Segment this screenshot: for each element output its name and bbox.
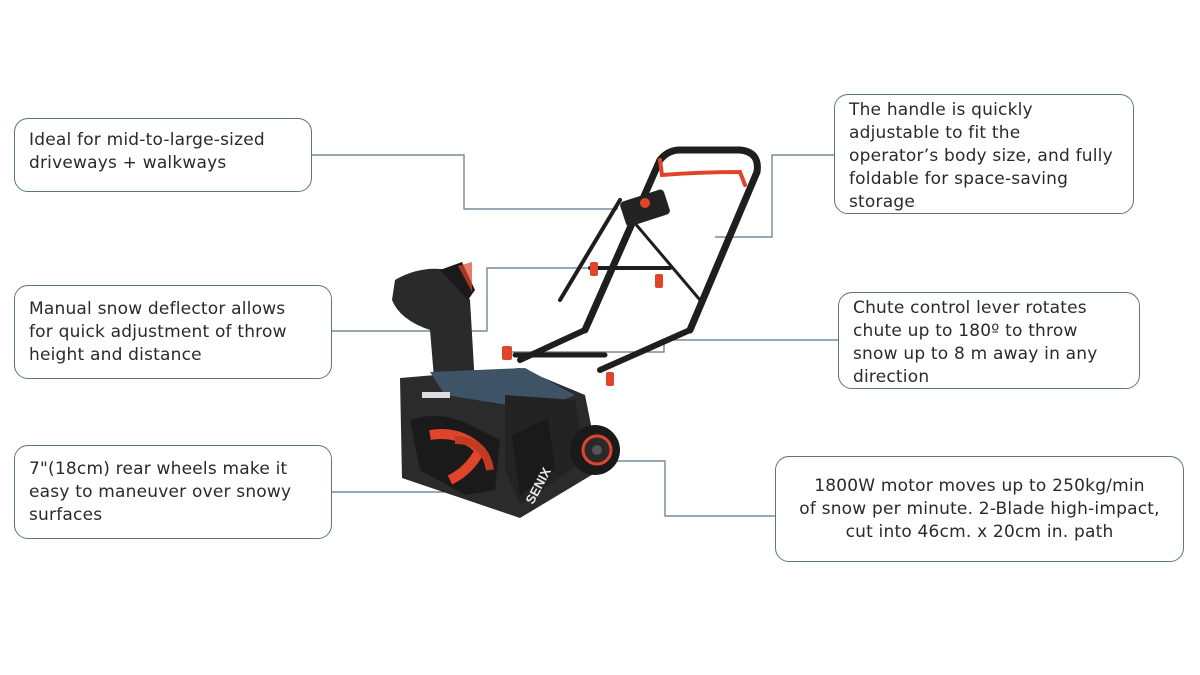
leader-line-deflector [332,267,600,332]
handle-accents [658,158,747,187]
chute-lever-knob [502,346,512,360]
handle-knob-left [590,262,598,276]
leader-line-handle [715,154,834,238]
frame-knob [606,372,614,386]
leader-line-chute [507,339,838,353]
handle-knob-right [655,274,663,288]
leader-line-motor [596,460,775,517]
callout-driveways: Ideal for mid-to-large-sized driveways +… [14,118,312,192]
callout-deflector: Manual snow deflector allows for quick a… [14,285,332,379]
callout-chute-text: Chute control lever rotates chute up to … [853,298,1098,387]
callout-handle: The handle is quickly adjustable to fit … [834,94,1134,214]
control-button [640,198,650,208]
leader-line-driveways [312,154,618,210]
callout-wheels-text: 7"(18cm) rear wheels make it easy to man… [29,459,292,525]
callout-motor: 1800W motor moves up to 250kg/min of sno… [775,456,1184,562]
rear-wheel [570,425,620,475]
callout-wheels: 7"(18cm) rear wheels make it easy to man… [14,445,332,539]
handle-frame [512,146,761,373]
callout-driveways-text: Ideal for mid-to-large-sized driveways +… [29,130,265,173]
auger-blades [410,416,500,495]
callout-chute: Chute control lever rotates chute up to … [838,292,1140,389]
callout-deflector-text: Manual snow deflector allows for quick a… [29,299,287,365]
callout-handle-text: The handle is quickly adjustable to fit … [849,100,1113,212]
callout-motor-text: 1800W motor moves up to 250kg/min of sno… [799,476,1160,542]
